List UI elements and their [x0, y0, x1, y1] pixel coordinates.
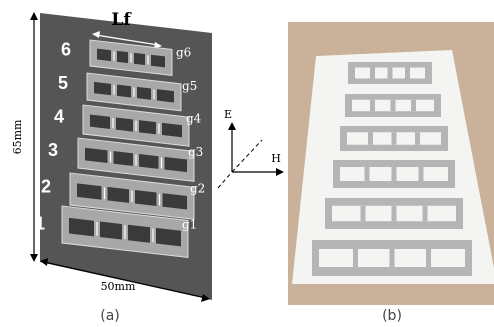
strip-number-1: 1 — [35, 213, 45, 233]
gap-label-g6: g6 — [176, 46, 191, 60]
width-label: 50mm — [101, 280, 136, 293]
lf-label: Lf — [111, 10, 132, 30]
photo-gap — [368, 132, 373, 145]
photo-gap — [390, 99, 396, 112]
strip-4 — [82, 104, 190, 147]
gap-label-g1: g1 — [182, 217, 197, 231]
photo-gap — [411, 99, 416, 112]
photo-gap — [360, 205, 366, 222]
photo-strip — [340, 126, 448, 151]
panel-a: 65mm 50mm Lf 6 g6 5 g5 4 g4 3 g3 2 g2 1 g1 — [11, 10, 212, 302]
gap-label-g4: g4 — [186, 112, 202, 126]
photo-gap — [391, 205, 397, 222]
filter-strips: 6 g6 5 g5 4 g4 3 g3 2 g2 1 g1 — [35, 39, 205, 259]
photo-strip — [312, 240, 472, 276]
photo-gap — [370, 99, 375, 112]
height-label: 65mm — [11, 119, 24, 154]
panel-b-photo — [288, 22, 494, 305]
photo-gap — [391, 167, 397, 181]
caption-b: (b) — [382, 308, 402, 324]
strip-3 — [77, 137, 195, 182]
photo-gap — [370, 67, 375, 79]
photo-strip — [325, 198, 463, 229]
photo-gap — [405, 67, 410, 79]
photo-gap — [422, 205, 428, 222]
strip-5 — [86, 72, 182, 112]
height-dimension — [30, 12, 38, 262]
field-axes — [217, 122, 284, 189]
photo-gap — [391, 132, 397, 145]
photo-gap — [415, 132, 420, 145]
e-field-label: E — [224, 108, 232, 121]
photo-gap — [353, 249, 358, 267]
photo-gap — [389, 249, 395, 267]
strip-1 — [61, 205, 189, 259]
strip-number-6: 6 — [61, 39, 71, 59]
strip-number-5: 5 — [58, 73, 68, 93]
strip-number-3: 3 — [48, 140, 58, 160]
photo-gap — [387, 67, 393, 79]
strip-number-4: 4 — [54, 107, 64, 127]
width-dimension — [40, 258, 210, 302]
strip-2 — [69, 172, 195, 220]
photo-gap — [426, 249, 431, 267]
strip-6 — [89, 39, 173, 76]
photo-gap — [364, 167, 370, 181]
photo-strip — [345, 94, 441, 117]
photo-gap — [418, 167, 424, 181]
gap-label-g2: g2 — [190, 181, 205, 195]
gap-label-g5: g5 — [182, 79, 197, 93]
photo-strip — [348, 62, 432, 84]
strip-number-2: 2 — [41, 177, 51, 197]
photo-strip — [333, 160, 455, 188]
gap-label-g3: g3 — [188, 145, 203, 159]
h-field-label: H — [271, 152, 281, 165]
caption-a: (a) — [100, 308, 120, 324]
photo-strips — [312, 62, 472, 276]
